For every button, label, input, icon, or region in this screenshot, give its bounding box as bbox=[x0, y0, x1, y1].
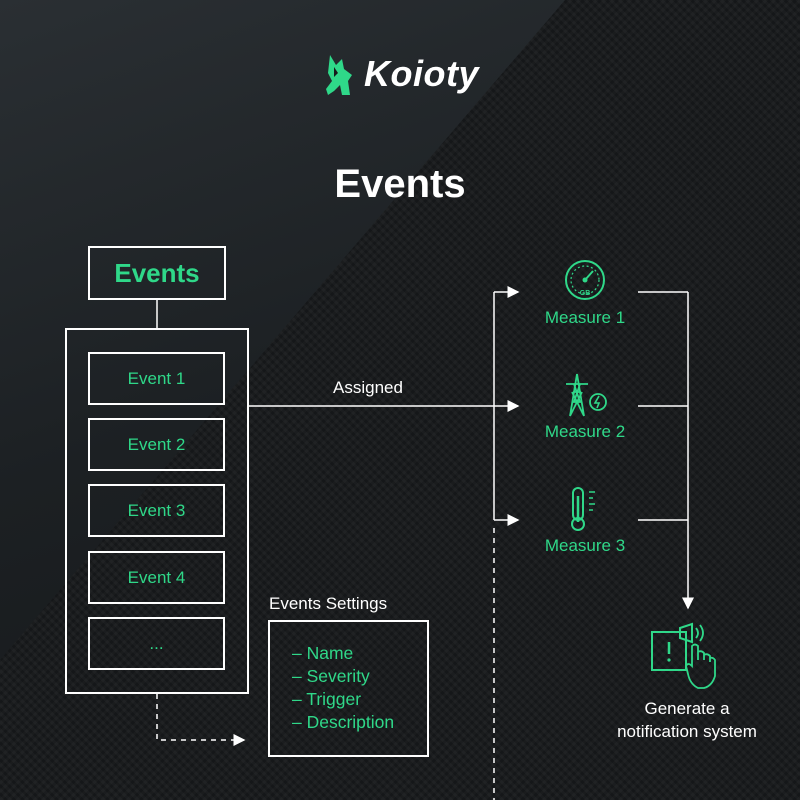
gauge-icon: GB bbox=[565, 260, 605, 300]
settings-title: Events Settings bbox=[269, 594, 388, 613]
event-item[interactable]: Event 4 bbox=[88, 551, 225, 604]
measure-2-label[interactable]: Measure 2 bbox=[544, 422, 626, 441]
event-item[interactable]: Event 3 bbox=[88, 484, 225, 537]
assigned-label: Assigned bbox=[333, 378, 403, 397]
measure-3-label[interactable]: Measure 3 bbox=[544, 536, 626, 555]
settings-box: – Name – Severity – Trigger – Descriptio… bbox=[268, 620, 429, 757]
settings-dashed-arrow bbox=[156, 694, 246, 746]
settings-item-severity: – Severity bbox=[292, 666, 370, 686]
settings-item-name: – Name bbox=[292, 643, 354, 663]
brand-logo: Koioty bbox=[324, 44, 484, 104]
svg-text:GB: GB bbox=[580, 290, 591, 297]
alarm-hand-icon bbox=[651, 622, 716, 689]
measure-1-label[interactable]: Measure 1 bbox=[544, 308, 626, 327]
events-container bbox=[65, 328, 249, 694]
settings-item-description: – Description bbox=[292, 712, 395, 732]
event-item-more[interactable]: ... bbox=[88, 617, 225, 670]
events-header-box: Events bbox=[88, 246, 226, 300]
settings-item-trigger: – Trigger bbox=[292, 689, 362, 709]
event-item[interactable]: Event 2 bbox=[88, 418, 225, 471]
event-item[interactable]: Event 1 bbox=[88, 352, 225, 405]
notification-label: Generate a notification system bbox=[617, 699, 757, 741]
power-tower-icon bbox=[566, 373, 607, 417]
koioty-coyote-icon bbox=[326, 55, 352, 95]
thermometer-icon bbox=[571, 487, 595, 531]
page-title: Events bbox=[334, 162, 466, 206]
brand-name: Koioty bbox=[364, 53, 479, 94]
